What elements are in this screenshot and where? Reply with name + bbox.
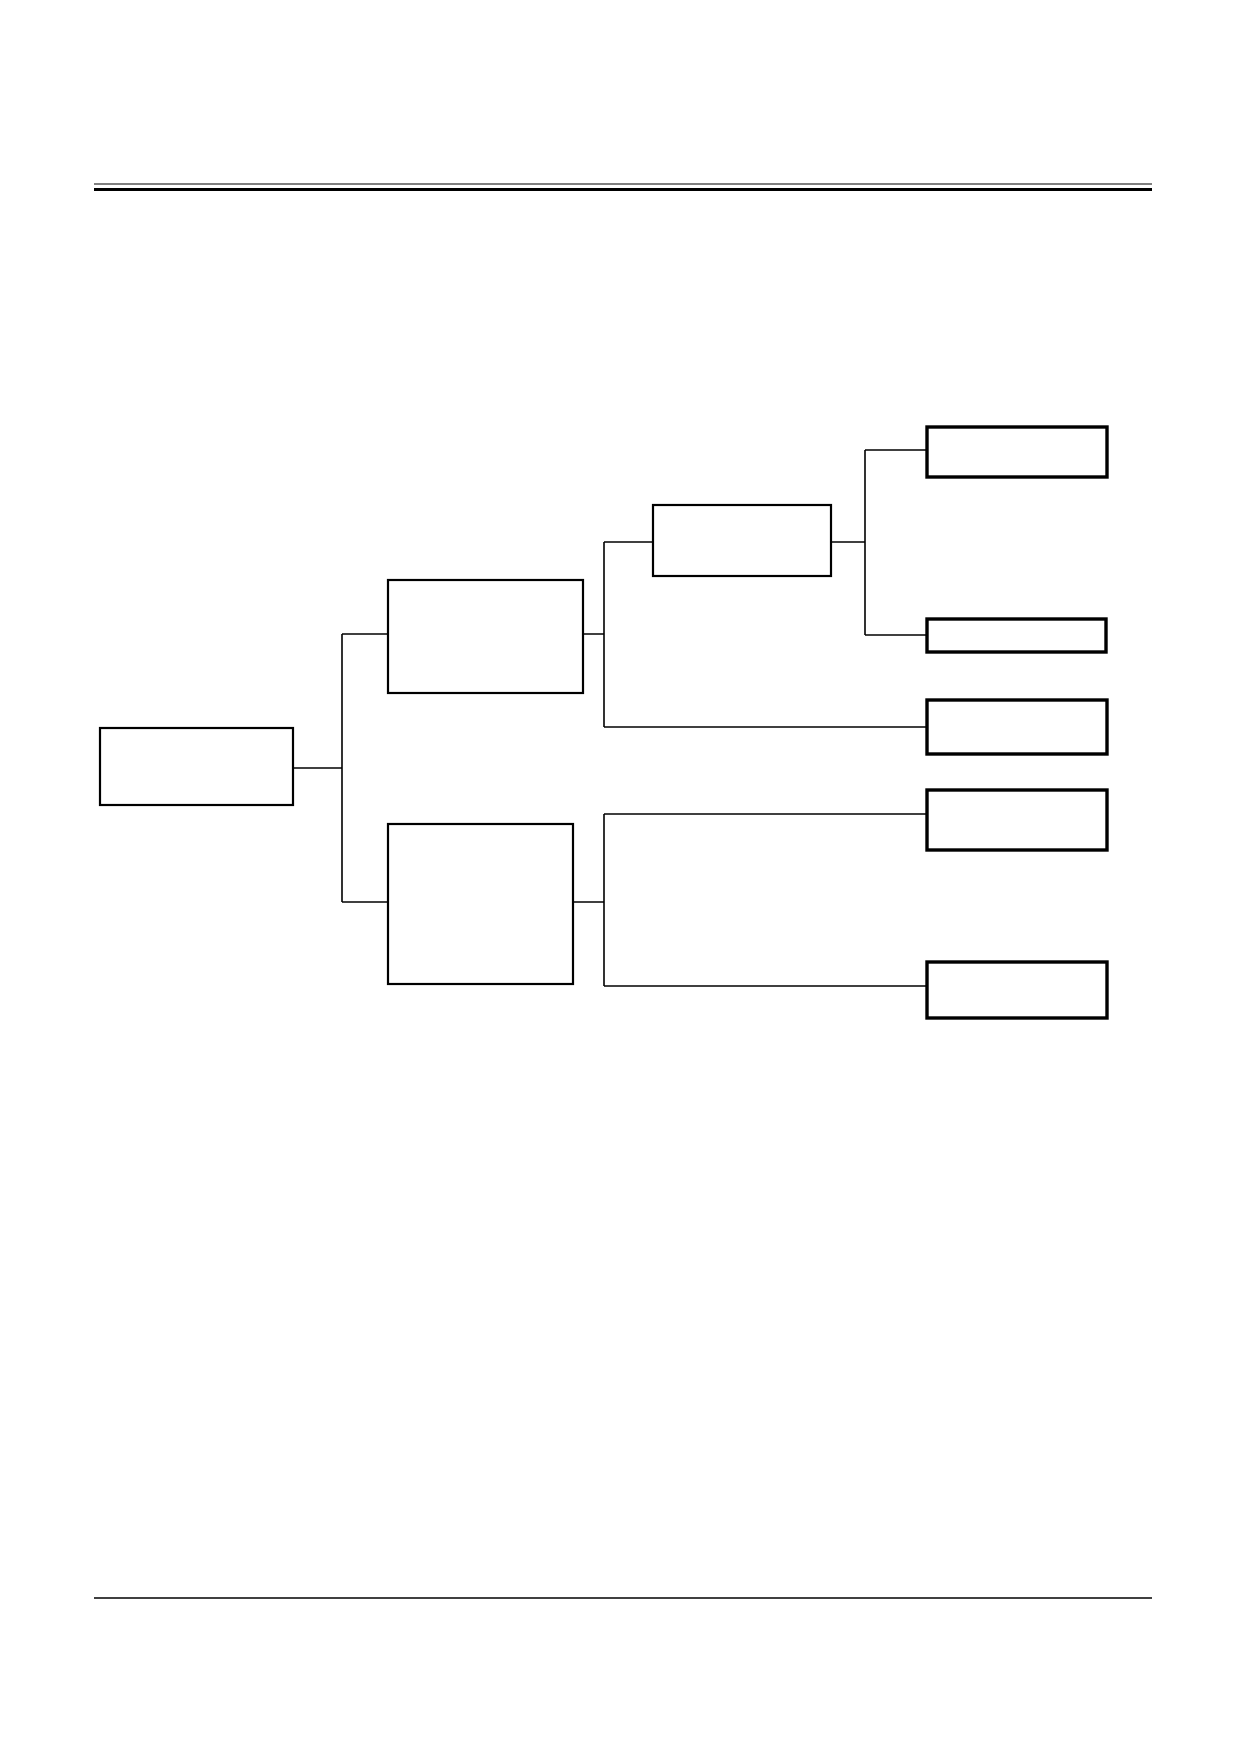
node-leaf-2 — [925, 617, 1108, 654]
node-branch-upper — [386, 578, 585, 695]
node-leaf-3 — [925, 698, 1109, 756]
connector-root — [293, 633, 388, 903]
tree-connectors — [293, 449, 927, 987]
header-rule — [94, 183, 1152, 191]
node-leaf-4 — [925, 788, 1109, 852]
node-leaf-5 — [925, 960, 1109, 1020]
node-branch-lower — [386, 822, 575, 986]
tree-nodes — [98, 425, 1109, 1020]
connector-branch-upper-sub — [831, 449, 927, 636]
node-leaf-1 — [925, 425, 1109, 479]
connector-branch-lower — [573, 813, 927, 987]
connector-branch-upper — [583, 541, 927, 728]
node-root — [98, 726, 295, 807]
node-branch-upper-sub — [651, 503, 833, 578]
